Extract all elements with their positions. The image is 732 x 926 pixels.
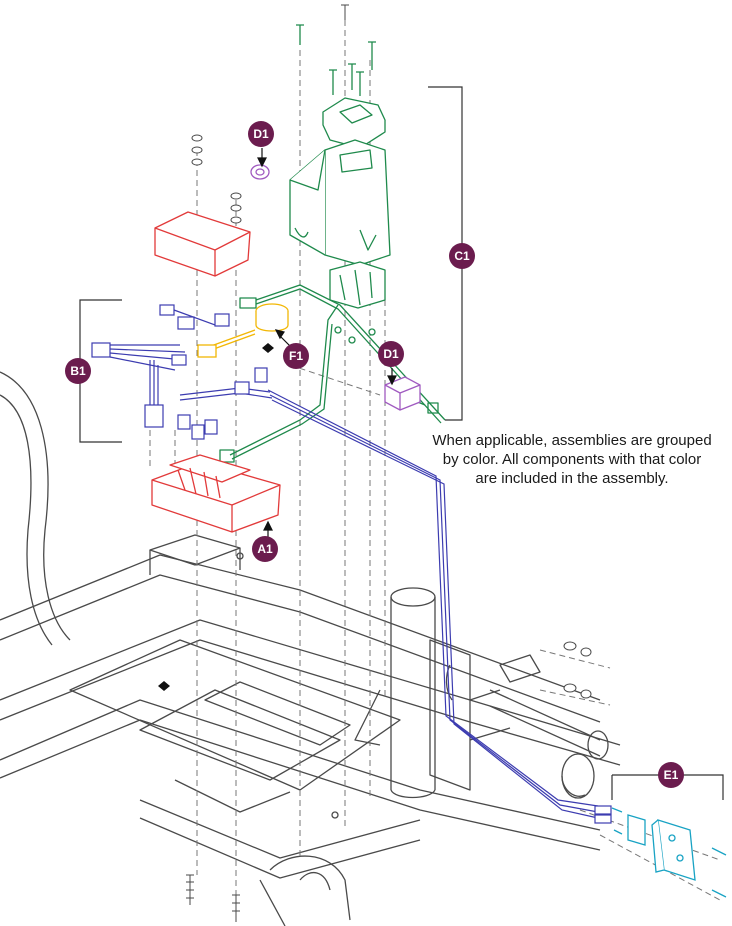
- rear-hardware: [563, 641, 592, 699]
- controller-hardware: [186, 4, 349, 922]
- note-line-2: by color. All components with that color: [442, 451, 702, 468]
- callout-d1-top: D1: [248, 121, 274, 147]
- callout-a1: A1: [252, 536, 278, 562]
- purple-parts: [250, 164, 421, 411]
- green-tiller-housing: [219, 24, 439, 463]
- black-markers: [158, 343, 274, 691]
- color-grouping-note: When applicable, assemblies are grouped …: [412, 431, 732, 488]
- callout-f1: F1: [283, 343, 309, 369]
- note-line-1: When applicable, assemblies are grouped: [432, 432, 712, 449]
- yellow-buzzer: [197, 303, 289, 358]
- callout-b1: B1: [65, 358, 91, 384]
- callout-d1-mid: D1: [378, 341, 404, 367]
- cyan-bracket: [611, 807, 727, 898]
- callout-c1: C1: [449, 243, 475, 269]
- note-line-3: are included in the assembly.: [475, 470, 669, 487]
- red-controller: [151, 211, 281, 533]
- blue-harness: [91, 304, 612, 824]
- scooter-frame: [0, 371, 621, 926]
- callout-e1: E1: [658, 762, 684, 788]
